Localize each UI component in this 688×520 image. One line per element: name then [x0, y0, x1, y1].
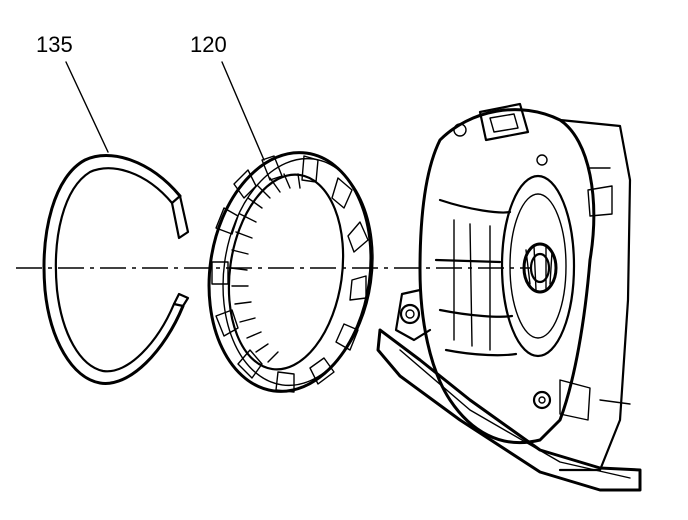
- callout-135: 135: [36, 32, 109, 153]
- clutch-hub: [207, 151, 374, 393]
- callout-label-135: 135: [36, 32, 73, 57]
- callout-label-120: 120: [190, 32, 227, 57]
- hub-inner-splines: [230, 173, 301, 363]
- hub-outer-lugs: [211, 155, 369, 393]
- transmission-housing: [376, 102, 642, 492]
- callout-120: 120: [190, 32, 265, 161]
- leader-line-120: [221, 61, 265, 161]
- snap-ring: [42, 154, 190, 385]
- leader-line-135: [65, 61, 109, 153]
